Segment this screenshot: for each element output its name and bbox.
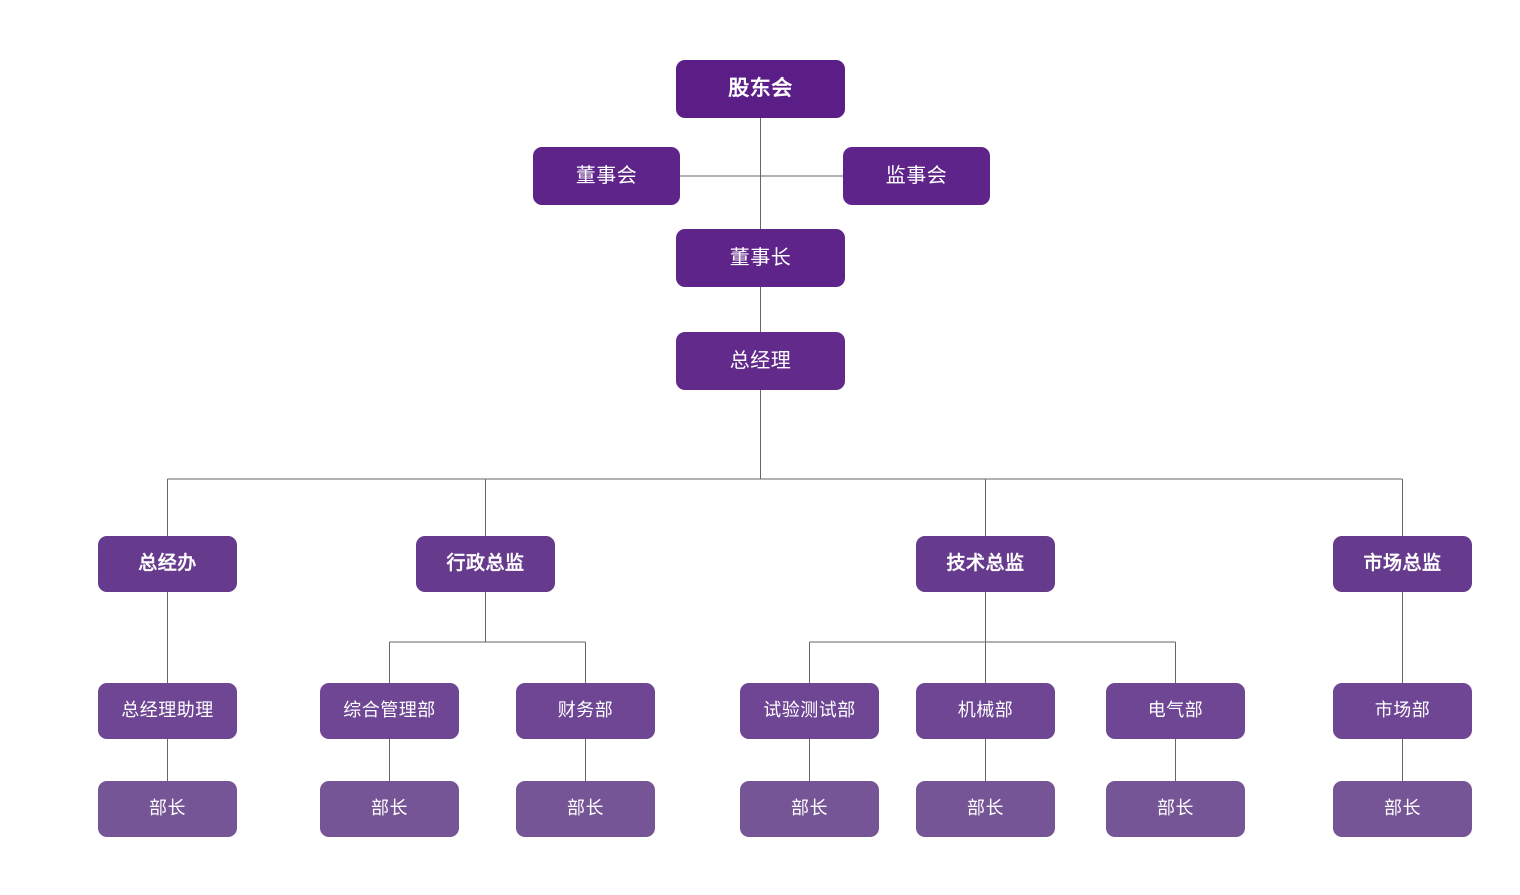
org-node-mechanical[interactable]: 机械部: [916, 683, 1055, 739]
org-node-head-5[interactable]: 部长: [916, 781, 1055, 837]
org-node-gm-office[interactable]: 总经办: [98, 536, 237, 592]
org-node-board[interactable]: 董事会: [533, 147, 680, 205]
org-node-finance[interactable]: 财务部: [516, 683, 655, 739]
org-node-head-3[interactable]: 部长: [516, 781, 655, 837]
org-node-admin-dir[interactable]: 行政总监: [416, 536, 555, 592]
org-node-chairman[interactable]: 董事长: [676, 229, 845, 287]
org-node-head-7[interactable]: 部长: [1333, 781, 1472, 837]
org-node-general-mgmt[interactable]: 综合管理部: [320, 683, 459, 739]
org-node-shareholders[interactable]: 股东会: [676, 60, 845, 118]
org-node-tech-dir[interactable]: 技术总监: [916, 536, 1055, 592]
org-node-market-dir[interactable]: 市场总监: [1333, 536, 1472, 592]
org-node-electrical[interactable]: 电气部: [1106, 683, 1245, 739]
org-node-testing[interactable]: 试验测试部: [740, 683, 879, 739]
org-node-head-2[interactable]: 部长: [320, 781, 459, 837]
org-node-head-6[interactable]: 部长: [1106, 781, 1245, 837]
org-node-gm-assistant[interactable]: 总经理助理: [98, 683, 237, 739]
org-node-gm[interactable]: 总经理: [676, 332, 845, 390]
org-node-head-1[interactable]: 部长: [98, 781, 237, 837]
org-node-supervisors[interactable]: 监事会: [843, 147, 990, 205]
org-node-head-4[interactable]: 部长: [740, 781, 879, 837]
org-node-marketing[interactable]: 市场部: [1333, 683, 1472, 739]
